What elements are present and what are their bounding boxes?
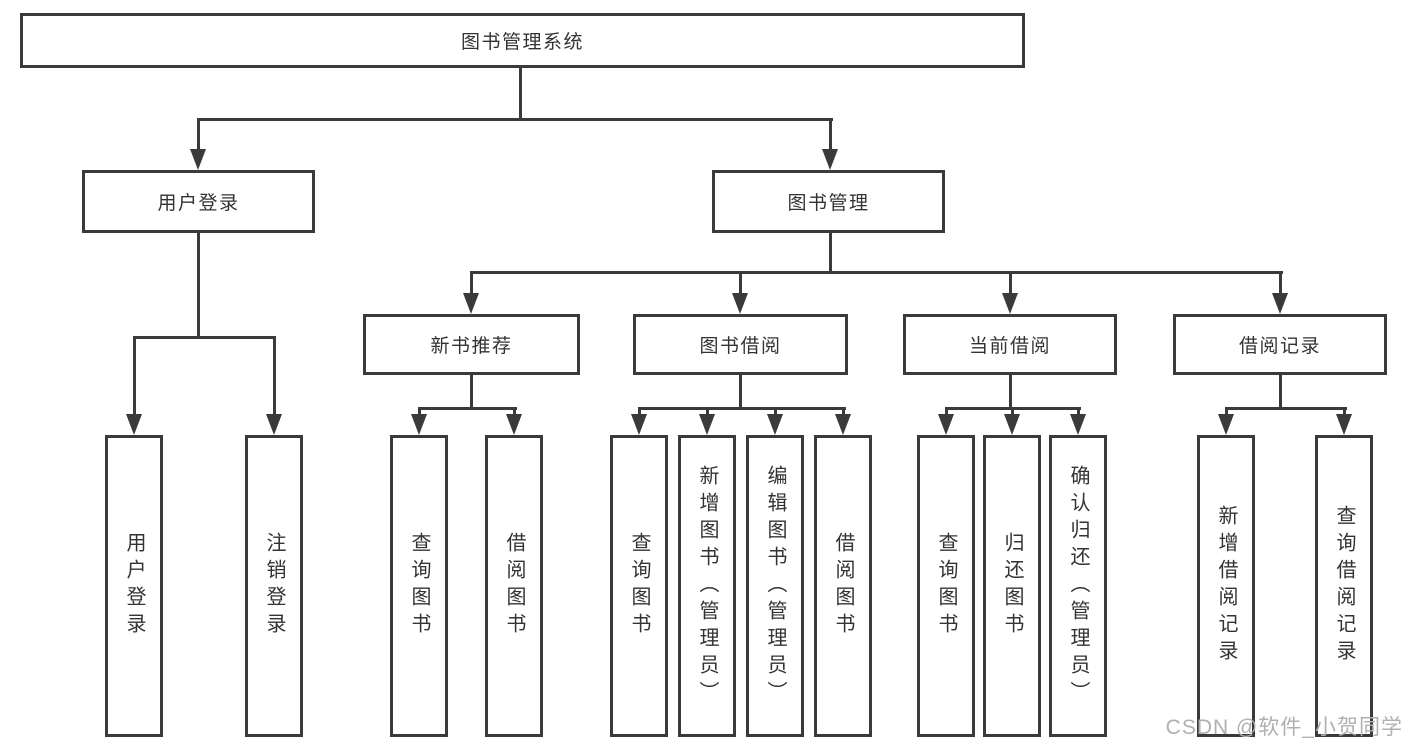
- leaf-borrow-books-recommend: 借阅图书: [485, 435, 543, 737]
- connector-line: [638, 407, 641, 416]
- connector-line: [842, 407, 845, 416]
- arrow-down-icon: [506, 414, 522, 435]
- node-label: 图书借阅: [699, 336, 782, 357]
- connector-line: [1009, 271, 1012, 295]
- connector-line: [519, 68, 522, 120]
- node-label: 当前借阅: [968, 336, 1051, 357]
- connector-line: [513, 407, 516, 416]
- node-label: 用户登录: [123, 532, 145, 640]
- node-label: 借阅图书: [503, 532, 525, 640]
- arrow-down-icon: [463, 293, 479, 314]
- node-book-management: 图书管理: [712, 170, 945, 233]
- arrow-down-icon: [822, 149, 838, 170]
- node-label: 查询图书: [628, 532, 650, 640]
- node-label: 新书推荐: [430, 336, 513, 357]
- node-new-book-recommend: 新书推荐: [363, 314, 580, 375]
- node-label: 查询图书: [408, 532, 430, 640]
- node-label: 编辑图书（管理员）: [764, 464, 786, 708]
- node-label: 图书管理系统: [460, 32, 584, 53]
- node-label: 借阅记录: [1238, 336, 1321, 357]
- arrow-down-icon: [767, 414, 783, 435]
- arrow-down-icon: [1070, 414, 1086, 435]
- node-label: 新增借阅记录: [1215, 505, 1237, 667]
- arrow-down-icon: [1272, 293, 1288, 314]
- node-borrow-records: 借阅记录: [1173, 314, 1387, 375]
- leaf-query-borrow-record: 查询借阅记录: [1315, 435, 1373, 737]
- leaf-return-book: 归还图书: [983, 435, 1041, 737]
- connector-line: [1225, 407, 1347, 410]
- leaf-borrow-books: 借阅图书: [814, 435, 872, 737]
- connector-line: [470, 271, 1283, 274]
- connector-line: [829, 233, 832, 273]
- node-book-borrow: 图书借阅: [633, 314, 848, 375]
- arrow-down-icon: [1336, 414, 1352, 435]
- connector-line: [197, 118, 200, 150]
- connector-line: [470, 271, 473, 295]
- arrow-down-icon: [631, 414, 647, 435]
- arrow-down-icon: [835, 414, 851, 435]
- leaf-logout: 注销登录: [245, 435, 303, 737]
- connector-line: [133, 336, 136, 415]
- node-label: 用户登录: [157, 193, 240, 214]
- connector-line: [470, 375, 473, 409]
- connector-line: [1009, 375, 1012, 409]
- connector-line: [133, 336, 276, 339]
- arrow-down-icon: [938, 414, 954, 435]
- leaf-user-login: 用户登录: [105, 435, 163, 737]
- leaf-confirm-return-admin: 确认归还（管理员）: [1049, 435, 1107, 737]
- arrow-down-icon: [699, 414, 715, 435]
- connector-line: [1011, 407, 1014, 416]
- node-label: 图书管理: [787, 193, 870, 214]
- connector-line: [197, 118, 833, 121]
- connector-line: [418, 407, 421, 416]
- node-label: 归还图书: [1001, 532, 1023, 640]
- leaf-add-book-admin: 新增图书（管理员）: [678, 435, 736, 737]
- node-label: 查询借阅记录: [1333, 505, 1355, 667]
- connector-line: [1279, 271, 1282, 295]
- node-current-borrow: 当前借阅: [903, 314, 1117, 375]
- connector-line: [638, 407, 846, 410]
- connector-line: [774, 407, 777, 416]
- arrow-down-icon: [266, 414, 282, 435]
- connector-line: [1225, 407, 1228, 416]
- connector-line: [1343, 407, 1346, 416]
- connector-line: [197, 233, 200, 338]
- arrow-down-icon: [732, 293, 748, 314]
- arrow-down-icon: [1004, 414, 1020, 435]
- csdn-watermark: CSDN @软件_小贺同学: [1165, 716, 1403, 739]
- connector-line: [1077, 407, 1080, 416]
- arrow-down-icon: [126, 414, 142, 435]
- node-label: 确认归还（管理员）: [1067, 464, 1089, 708]
- arrow-down-icon: [1218, 414, 1234, 435]
- arrow-down-icon: [1002, 293, 1018, 314]
- leaf-query-books-recommend: 查询图书: [390, 435, 448, 737]
- connector-line: [739, 375, 742, 409]
- connector-line: [945, 407, 948, 416]
- node-root-library-system: 图书管理系统: [20, 13, 1025, 68]
- leaf-query-books-current: 查询图书: [917, 435, 975, 737]
- connector-line: [739, 271, 742, 295]
- node-user-login: 用户登录: [82, 170, 315, 233]
- leaf-add-borrow-record: 新增借阅记录: [1197, 435, 1255, 737]
- node-label: 查询图书: [935, 532, 957, 640]
- arrow-down-icon: [190, 149, 206, 170]
- arrow-down-icon: [411, 414, 427, 435]
- leaf-edit-book-admin: 编辑图书（管理员）: [746, 435, 804, 737]
- node-label: 借阅图书: [832, 532, 854, 640]
- connector-line: [829, 118, 832, 150]
- connector-line: [1279, 375, 1282, 409]
- connector-line: [273, 336, 276, 415]
- node-label: 新增图书（管理员）: [696, 464, 718, 708]
- connector-line: [418, 407, 517, 410]
- node-label: 注销登录: [263, 532, 285, 640]
- connector-line: [706, 407, 709, 416]
- leaf-query-books-borrow: 查询图书: [610, 435, 668, 737]
